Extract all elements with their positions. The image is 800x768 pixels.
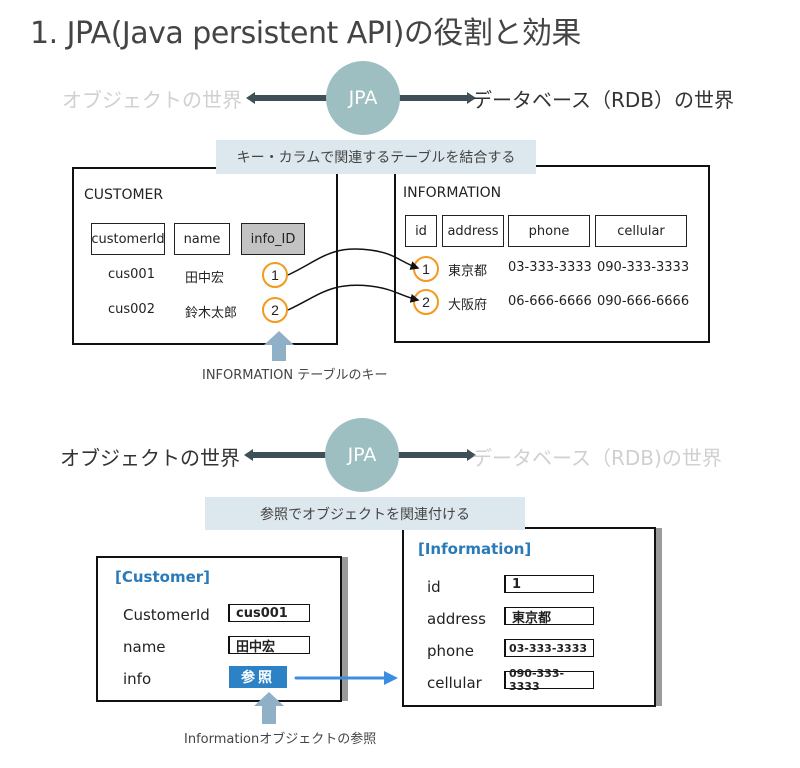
reference-banner: 参照でオブジェクトを関連付ける — [205, 497, 525, 530]
arrow-head-left — [246, 92, 255, 104]
id-circle: 1 — [413, 256, 439, 282]
customer-object-title: [Customer] — [115, 568, 211, 586]
database-world-label: データベース（RDB）の世界 — [472, 88, 735, 112]
information-object-title: [Information] — [418, 540, 532, 558]
page-title: 1. JPA(Java persistent API)の役割と効果 — [30, 16, 581, 51]
cell-name: 田中宏 — [185, 271, 225, 286]
column-header-cellular: cellular — [595, 215, 687, 247]
arrow-head-right — [467, 449, 476, 461]
cell-address: 東京都 — [448, 264, 488, 279]
field-value: 03-333-3333 — [504, 639, 594, 657]
field-label: name — [123, 638, 166, 656]
field-value: 1 — [504, 575, 594, 593]
column-header-address: address — [442, 215, 504, 247]
cell-phone: 03-333-3333 — [508, 260, 592, 275]
field-label: phone — [427, 642, 474, 660]
field-value: cus001 — [228, 604, 310, 622]
id-circle: 2 — [413, 289, 439, 315]
up-arrow-icon — [264, 331, 294, 361]
up-arrow-icon — [254, 692, 284, 724]
object-world-label: オブジェクトの世界 — [60, 446, 240, 470]
field-label: cellular — [427, 674, 482, 692]
column-header-info-id: info_ID — [241, 223, 305, 255]
object-world-label: オブジェクトの世界 — [62, 88, 242, 112]
cell-name: 鈴木太郎 — [185, 306, 238, 321]
field-label: id — [427, 578, 441, 596]
key-circle: 1 — [262, 262, 288, 288]
database-world-label: データベース（RDB)の世界 — [472, 446, 722, 470]
column-header-customerId: customerId — [91, 223, 165, 255]
join-banner: キー・カラムで関連するテーブルを結合する — [216, 140, 536, 174]
cell-customerId: cus001 — [108, 267, 155, 282]
key-circle: 2 — [262, 297, 288, 323]
reference-arrow — [294, 671, 398, 685]
field-label: info — [123, 670, 152, 688]
field-value: 東京都 — [504, 607, 594, 626]
information-table-name: INFORMATION — [403, 185, 502, 201]
jpa-circle: JPA — [325, 418, 399, 492]
cell-cellular: 090-666-6666 — [597, 294, 690, 309]
information-table — [394, 165, 710, 343]
key-caption: INFORMATION テーブルのキー — [202, 368, 388, 383]
cell-phone: 06-666-6666 — [508, 294, 592, 309]
reference-badge: 参照 — [229, 666, 287, 688]
cell-customerId: cus002 — [108, 302, 155, 317]
arrow-head-right — [467, 92, 476, 104]
field-value: 090-333-3333 — [504, 667, 594, 693]
column-header-id: id — [405, 215, 437, 247]
field-label: CustomerId — [123, 606, 210, 624]
reference-caption: Informationオブジェクトの参照 — [184, 732, 377, 747]
customer-table-name: CUSTOMER — [84, 187, 164, 203]
column-header-phone: phone — [508, 215, 590, 247]
jpa-circle: JPA — [326, 61, 400, 135]
cell-cellular: 090-333-3333 — [597, 260, 690, 275]
field-label: address — [427, 610, 486, 628]
field-value: 田中宏 — [228, 636, 310, 655]
arrow-head-left — [244, 449, 253, 461]
column-header-name: name — [174, 223, 230, 255]
cell-address: 大阪府 — [448, 298, 488, 313]
